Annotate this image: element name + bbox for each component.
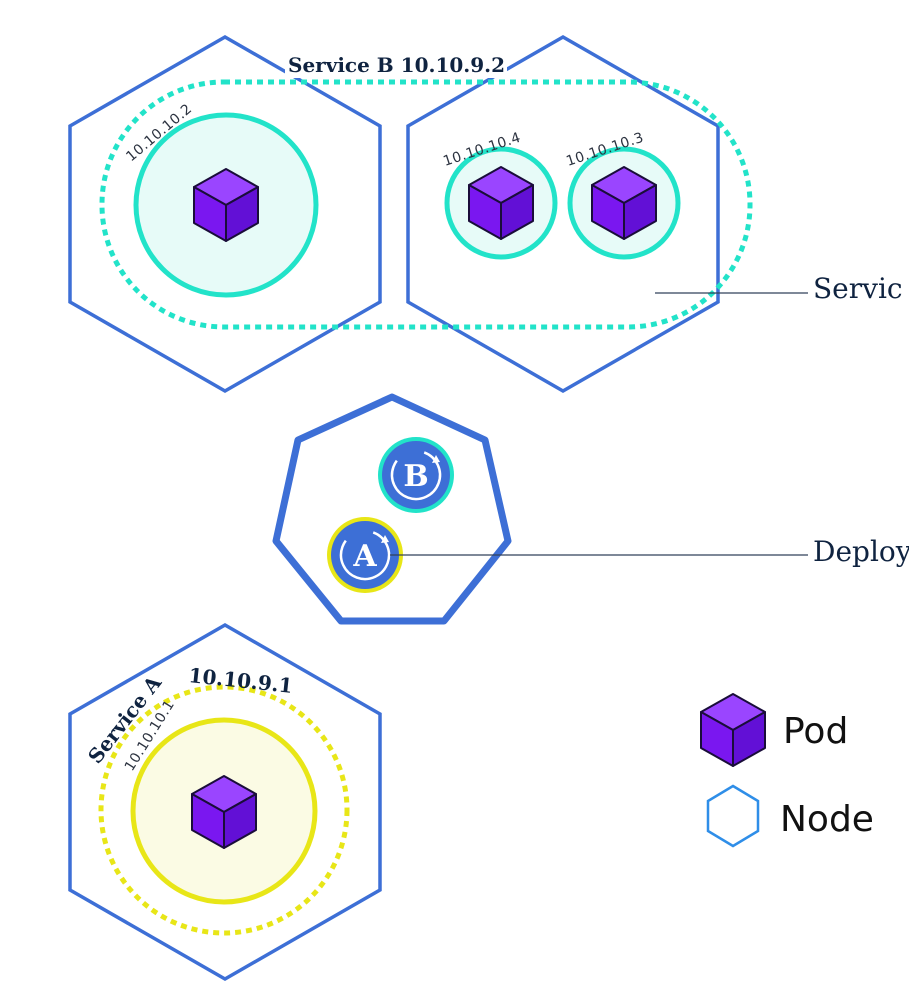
node-hexagon-3 — [68, 622, 382, 982]
legend-pod-icon — [700, 693, 766, 767]
node-hexagon-1 — [68, 34, 382, 394]
deployment-heptagon — [272, 393, 512, 625]
legend-node-label: Node — [780, 799, 874, 840]
pod-10-10-10-3 — [567, 146, 681, 260]
pod-10-10-10-1 — [130, 717, 318, 905]
legend: Pod Node — [700, 693, 874, 848]
pod-10-10-10-4 — [444, 146, 558, 260]
rotate-arrow-icon — [381, 535, 389, 543]
rotate-arrow-icon — [432, 455, 440, 463]
legend-node-icon — [706, 784, 760, 848]
service-b-label: Service B 10.10.9.2 — [288, 53, 505, 77]
legend-pod-label: Pod — [783, 711, 848, 752]
deployment-a-badge: A — [327, 517, 403, 593]
deployment-callout-label: Deploy — [813, 535, 909, 568]
deployment-b-badge: B — [378, 437, 454, 513]
pod-10-10-10-2 — [133, 112, 319, 298]
service-callout-label: Servic — [813, 272, 903, 305]
service-b-label-bg — [285, 52, 507, 78]
deployment-letter: A — [352, 539, 377, 574]
node-hexagon-2 — [406, 34, 720, 394]
service-a-boundary — [98, 684, 350, 936]
deployment-letter: B — [403, 459, 428, 494]
service-a-ip: 10.10.9.1 — [187, 663, 293, 698]
service-b-boundary — [99, 79, 753, 330]
